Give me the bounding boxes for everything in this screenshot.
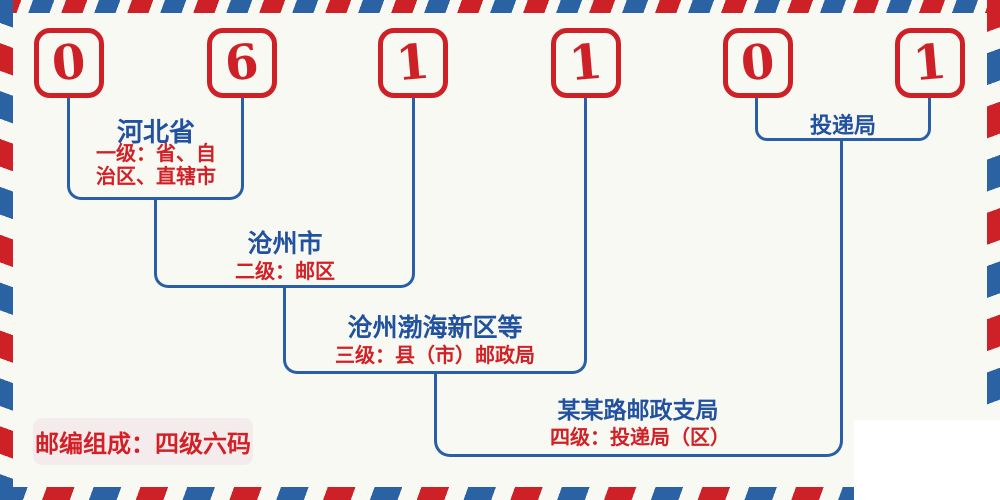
level1-desc-line2: 治区、直辖市: [96, 166, 216, 188]
digit-box-1: 0: [34, 28, 104, 98]
connector-level1-bracket: [67, 98, 244, 200]
bottom-right-white-patch: [854, 420, 1000, 500]
airmail-stripe-left: [0, 0, 13, 500]
level2-name-label: 沧州市: [247, 231, 323, 258]
connector-level2-bracket: [154, 200, 415, 288]
connector-level3-bracket: [283, 288, 587, 374]
digit-4: 1: [566, 33, 606, 93]
delivery-office-label: 投递局: [809, 113, 876, 138]
digit-6: 1: [910, 33, 950, 93]
connector-digit4-line: [584, 98, 587, 290]
level3-desc-label: 三级：县（市）邮政局: [335, 345, 535, 367]
postal-composition-text: 邮编组成：四级六码: [35, 432, 251, 458]
postal-composition-badge: 邮编组成：四级六码: [33, 418, 253, 465]
digit-5: 0: [738, 33, 778, 93]
digit-box-6: 1: [895, 28, 965, 98]
digit-2: 6: [222, 33, 262, 93]
level1-name-label: 河北省: [116, 118, 195, 147]
digit-box-4: 1: [551, 28, 621, 98]
airmail-stripe-bottom: [0, 487, 854, 500]
level3-name-label: 沧州渤海新区等: [347, 315, 523, 342]
connector-delivery-bracket: [755, 98, 931, 141]
digit-box-5: 0: [723, 28, 793, 98]
connector-digit3-line: [412, 98, 415, 202]
level4-name-label: 某某路邮政支局: [557, 398, 719, 423]
digit-box-3: 1: [378, 28, 448, 98]
digit-1: 0: [49, 33, 89, 93]
airmail-stripe-right: [987, 0, 1000, 418]
connector-delivery-line: [840, 139, 843, 376]
digit-box-2: 6: [207, 28, 277, 98]
level2-desc-label: 二级：邮区: [235, 261, 335, 283]
connector-level4-bracket: [434, 374, 843, 457]
airmail-stripe-top: [0, 0, 1000, 13]
level1-desc-line1: 一级：省、自: [96, 143, 216, 165]
digit-3: 1: [393, 33, 433, 93]
level4-desc-label: 四级：投递局（区）: [550, 427, 730, 449]
level1-desc-label: 一级：省、自 治区、直辖市: [66, 143, 246, 189]
